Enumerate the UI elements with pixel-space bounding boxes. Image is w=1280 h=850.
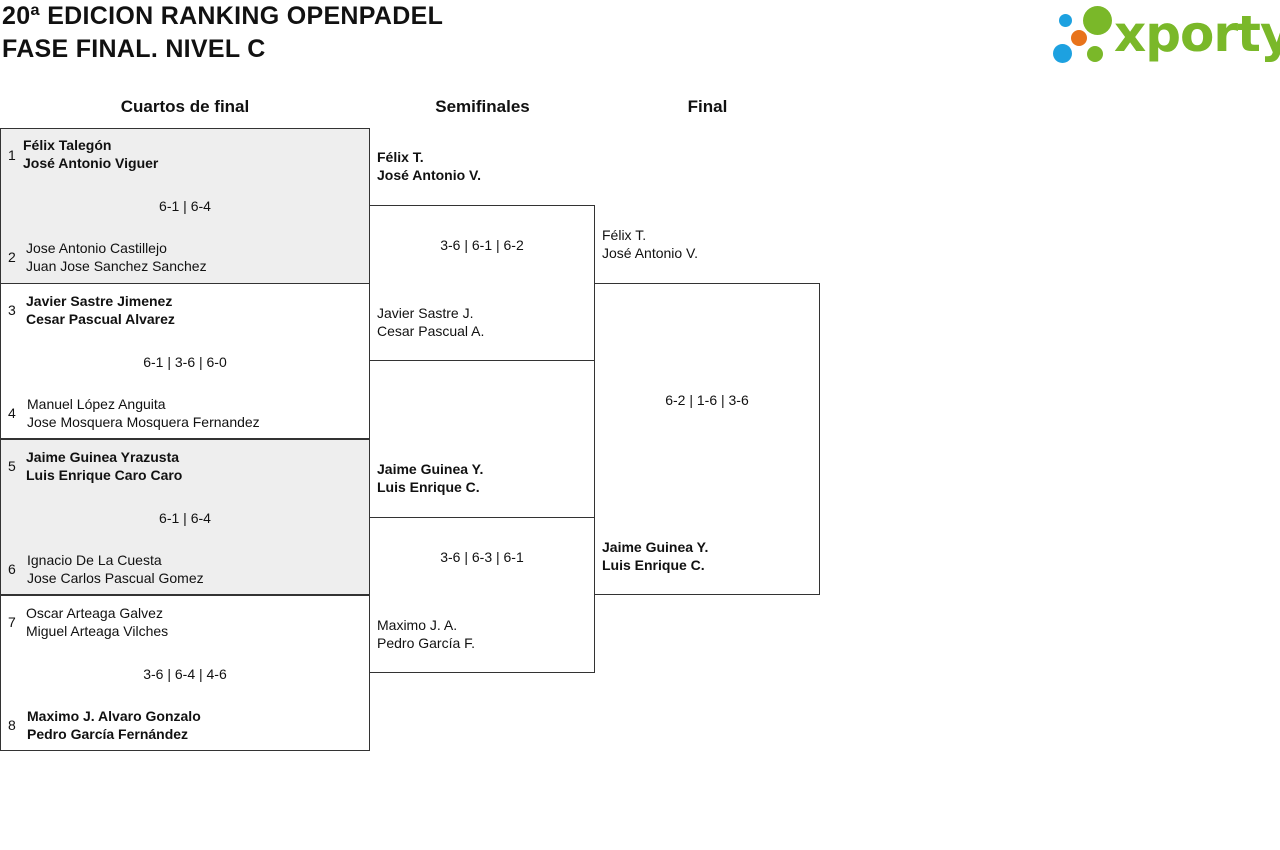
team-top: Javier Sastre Jimenez Cesar Pascual Alva… (26, 292, 175, 328)
player-name: Javier Sastre J. (377, 305, 474, 321)
final-team-top: Félix T. José Antonio V. (602, 226, 698, 262)
logo-dot-blue-icon (1059, 14, 1072, 27)
team-bottom: Maximo J. Alvaro Gonzalo Pedro García Fe… (27, 707, 201, 743)
team-bottom: Maximo J. A. Pedro García F. (377, 616, 475, 652)
seed-number: 5 (8, 458, 16, 474)
quarterfinal-match-1: 1 Félix Talegón José Antonio Viguer 6-1 … (0, 128, 370, 284)
quarterfinal-match-4: 7 Oscar Arteaga Galvez Miguel Arteaga Vi… (0, 595, 370, 751)
player-name: Cesar Pascual A. (377, 323, 485, 339)
player-name: José Antonio V. (602, 245, 699, 261)
page-title: 20ª EDICION RANKING OPENPADEL (2, 2, 444, 30)
player-name: Ignacio De La Cuesta (27, 552, 162, 568)
round-header-final: Final (687, 97, 728, 116)
seed-number: 7 (8, 614, 16, 630)
logo-dot-green-icon (1083, 6, 1112, 35)
match-score: 3-6 | 6-3 | 6-1 (440, 549, 524, 565)
logo-dot-green-small-icon (1087, 46, 1103, 62)
semifinal-2-team-top: Jaime Guinea Y. Luis Enrique C. (377, 460, 483, 496)
player-name: Manuel López Anguita (27, 396, 166, 412)
team-bottom: Manuel López Anguita Jose Mosquera Mosqu… (27, 395, 260, 431)
team-bottom: Javier Sastre J. Cesar Pascual A. (377, 304, 484, 340)
match-score: 6-1 | 6-4 (159, 198, 211, 214)
match-score: 3-6 | 6-1 | 6-2 (440, 237, 524, 253)
logo-wordmark: xporty (1114, 5, 1280, 63)
player-name: Oscar Arteaga Galvez (26, 605, 163, 621)
team-top: Félix Talegón José Antonio Viguer (23, 136, 158, 172)
match-score: 6-2 | 1-6 | 3-6 (665, 392, 749, 408)
player-name: José Antonio Viguer (23, 155, 159, 171)
round-header-semifinals: Semifinales (435, 97, 530, 116)
player-name: Luis Enrique C. (602, 557, 705, 573)
player-name: Pedro García Fernández (27, 726, 189, 742)
player-name: Félix Talegón (23, 137, 112, 153)
seed-number: 6 (8, 561, 16, 577)
logo-dot-orange-icon (1071, 30, 1087, 46)
player-name: Luis Enrique C. (377, 479, 480, 495)
player-name: Jaime Guinea Y. (377, 461, 484, 477)
team-top: Jaime Guinea Yrazusta Luis Enrique Caro … (26, 448, 182, 484)
player-name: Cesar Pascual Alvarez (26, 311, 175, 327)
player-name: Maximo J. A. (377, 617, 458, 633)
player-name: Jaime Guinea Y. (602, 539, 709, 555)
page-subtitle: FASE FINAL. NIVEL C (2, 35, 266, 63)
player-name: Félix T. (377, 149, 424, 165)
seed-number: 2 (8, 249, 16, 265)
player-name: Jose Carlos Pascual Gomez (27, 570, 204, 586)
player-name: Luis Enrique Caro Caro (26, 467, 183, 483)
match-score: 6-1 | 6-4 (159, 510, 211, 526)
seed-number: 4 (8, 405, 16, 421)
final-match: 6-2 | 1-6 | 3-6 Jaime Guinea Y. Luis Enr… (594, 283, 820, 595)
quarterfinal-match-3: 5 Jaime Guinea Yrazusta Luis Enrique Car… (0, 439, 370, 595)
player-name: Jose Antonio Castillejo (26, 240, 167, 256)
team-top: Oscar Arteaga Galvez Miguel Arteaga Vilc… (26, 604, 168, 640)
seed-number: 8 (8, 717, 16, 733)
player-name: José Antonio V. (377, 167, 481, 183)
team-bottom: Jose Antonio Castillejo Juan Jose Sanche… (26, 239, 207, 275)
match-score: 6-1 | 3-6 | 6-0 (143, 354, 227, 370)
player-name: Juan Jose Sanchez Sanchez (26, 258, 207, 274)
seed-number: 1 (8, 147, 16, 163)
player-name: Félix T. (602, 227, 647, 243)
player-name: Maximo J. Alvaro Gonzalo (27, 708, 201, 724)
seed-number: 3 (8, 302, 16, 318)
team-bottom: Jaime Guinea Y. Luis Enrique C. (602, 538, 708, 574)
player-name: Pedro García F. (377, 635, 476, 651)
match-score: 3-6 | 6-4 | 4-6 (143, 666, 227, 682)
semifinal-match-1: 3-6 | 6-1 | 6-2 Javier Sastre J. Cesar P… (369, 205, 595, 361)
xporty-logo[interactable]: xporty (1050, 2, 1280, 68)
round-header-quarterfinals: Cuartos de final (120, 97, 250, 116)
quarterfinal-match-2: 3 Javier Sastre Jimenez Cesar Pascual Al… (0, 283, 370, 439)
player-name: Jaime Guinea Yrazusta (26, 449, 180, 465)
semifinal-match-2: 3-6 | 6-3 | 6-1 Maximo J. A. Pedro Garcí… (369, 517, 595, 673)
team-bottom: Ignacio De La Cuesta Jose Carlos Pascual… (27, 551, 204, 587)
player-name: Miguel Arteaga Vilches (26, 623, 169, 639)
logo-dot-blue-large-icon (1053, 44, 1072, 63)
player-name: Javier Sastre Jimenez (26, 293, 173, 309)
player-name: Jose Mosquera Mosquera Fernandez (27, 414, 260, 430)
semifinal-1-team-top: Félix T. José Antonio V. (377, 148, 481, 184)
